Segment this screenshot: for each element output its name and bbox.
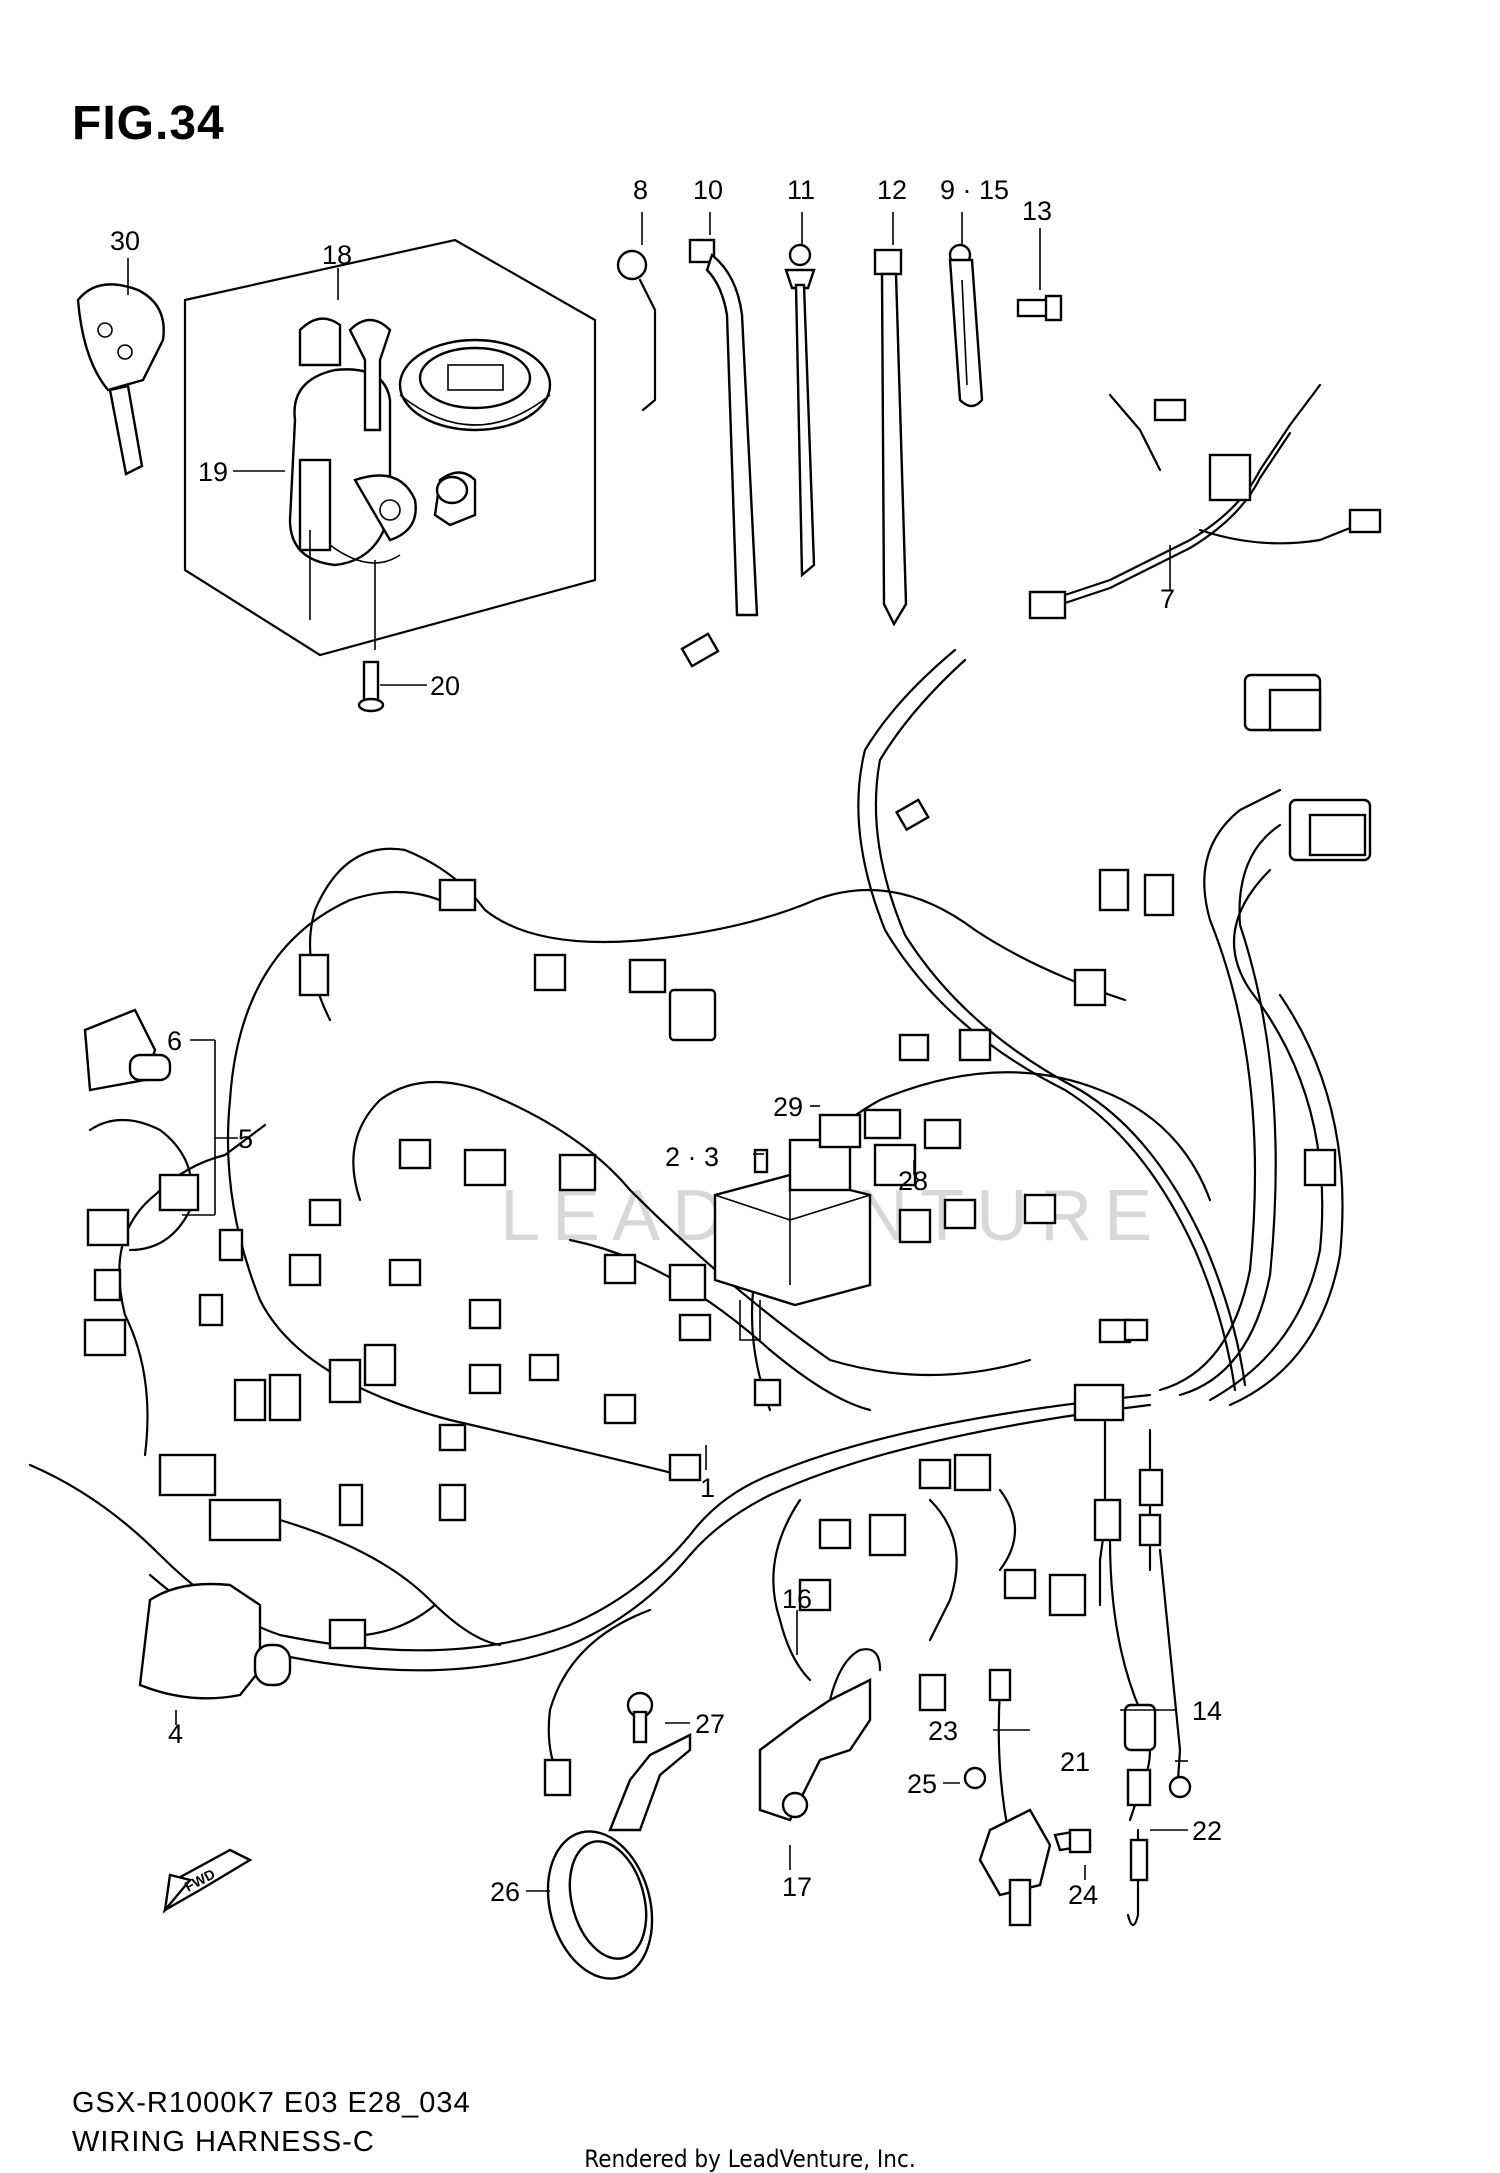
callout-30: 30 [110, 226, 140, 256]
callout-23: 23 [928, 1716, 958, 1746]
callout-11: 11 [787, 175, 815, 205]
part-20-bolt [357, 660, 385, 713]
figure-title: FIG.34 [72, 97, 225, 150]
callout-28: 28 [898, 1166, 928, 1196]
callout-26: 26 [490, 1877, 520, 1907]
part-9-15-clamp [948, 243, 984, 408]
part-1-main-harness [28, 632, 1372, 1980]
callout-19: 19 [198, 457, 228, 487]
callout-8: 8 [633, 175, 648, 205]
callout-12: 12 [877, 175, 907, 205]
callout-18: 18 [322, 240, 352, 270]
section-name: WIRING HARNESS-C [72, 2126, 375, 2158]
callout-10: 10 [693, 175, 723, 205]
callout-20: 20 [430, 671, 460, 701]
callout-2-3: 2 · 3 [665, 1142, 719, 1172]
callout-24: 24 [1068, 1880, 1098, 1910]
callout-14: 14 [1192, 1696, 1222, 1726]
callout-1: 1 [700, 1473, 715, 1503]
callout-4: 4 [168, 1719, 183, 1749]
part-7-sub-harness [1028, 383, 1382, 620]
part-18-lock-set [183, 238, 597, 657]
callout-22: 22 [1192, 1816, 1222, 1846]
part-12-tie [873, 248, 908, 627]
callout-7: 7 [1160, 584, 1175, 614]
callout-16: 16 [782, 1584, 812, 1614]
callout-25: 25 [907, 1769, 937, 1799]
part-11-tie [784, 243, 816, 578]
model-code: GSX-R1000K7 E03 E28_034 [72, 2087, 471, 2119]
callout-9-15: 9 · 15 [940, 175, 1009, 205]
rendered-by-credit: Rendered by LeadVenture, Inc. [584, 2145, 916, 2173]
part-13-bolt [1016, 294, 1063, 322]
fwd-arrow: FWD [162, 1848, 253, 1915]
callout-13: 13 [1022, 196, 1052, 226]
part-10-tie [688, 238, 759, 617]
callout-17: 17 [782, 1872, 812, 1902]
part-8-clamp [616, 249, 657, 412]
callout-27: 27 [695, 1709, 725, 1739]
callout-5: 5 [238, 1124, 253, 1154]
callout-21: 21 [1060, 1747, 1090, 1777]
callout-29: 29 [773, 1092, 803, 1122]
callout-6: 6 [167, 1026, 182, 1056]
leader-lines [175, 1039, 1188, 1892]
part-30-key [76, 283, 165, 476]
